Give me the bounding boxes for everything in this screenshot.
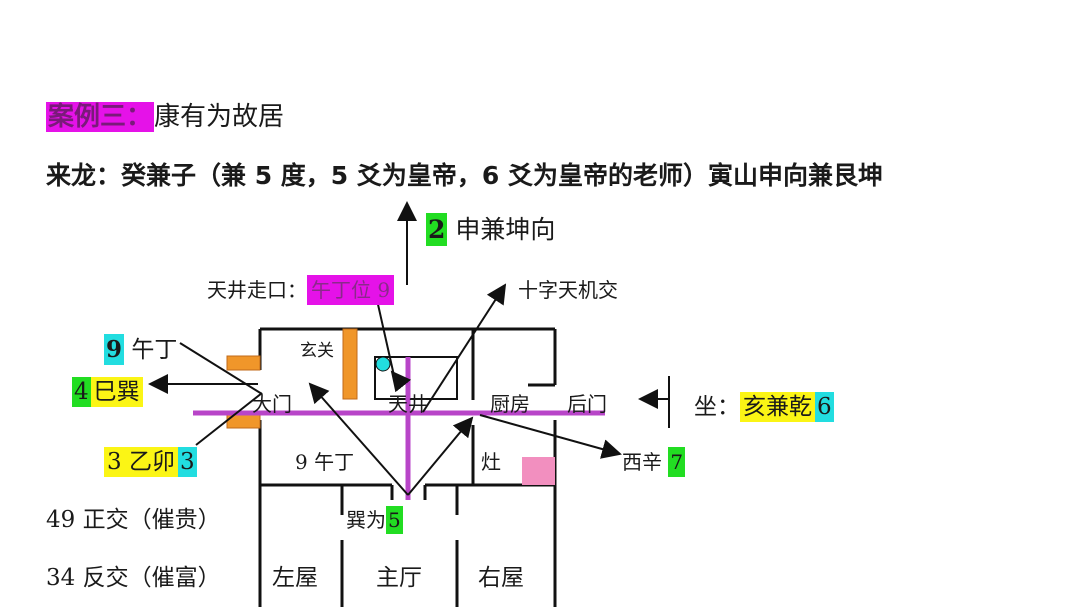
facing-text: 申兼坤向	[455, 215, 556, 244]
case-title: 康有为故居	[154, 102, 285, 132]
dragon-line: 来龙：癸兼子（兼 5 度，5 爻为皇帝，6 爻为皇帝的老师）寅山申向兼艮坤	[46, 161, 884, 190]
cross-label: 十字天机交	[518, 278, 618, 302]
case-title-row: 案例三：康有为故居	[46, 96, 284, 133]
note-zheng-jiao: 49 正交（催贵）	[46, 507, 221, 533]
room-main-hall: 主厅	[376, 565, 422, 591]
room-right: 右屋	[478, 565, 524, 591]
label-wu-ding: 9 午丁	[104, 334, 178, 365]
room-tianjing: 天井	[388, 392, 428, 416]
room-wu-ding: 9 午丁	[295, 450, 355, 474]
room-kitchen: 厨房	[490, 392, 530, 416]
room-main-door: 大门	[252, 392, 292, 416]
room-back-door: 后门	[567, 392, 607, 416]
facing-label: 2 申兼坤向	[426, 210, 555, 246]
note-fan-jiao: 34 反交（催富）	[46, 565, 221, 591]
room-stove: 灶	[481, 450, 501, 474]
courtyard-exit-label: 天井走口：午丁位 9	[207, 274, 395, 305]
case-label: 案例三：	[46, 102, 155, 132]
courtyard-exit-value: 午丁位 9	[307, 275, 395, 305]
facing-num: 2	[426, 213, 448, 246]
label-xi-xin: 西辛 7	[622, 446, 686, 477]
room-left: 左屋	[272, 565, 318, 591]
room-xuanguan: 玄关	[300, 341, 334, 361]
